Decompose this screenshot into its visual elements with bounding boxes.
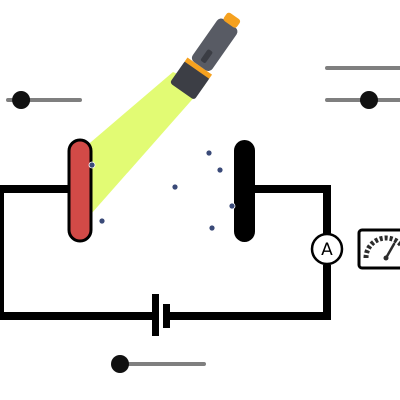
- slider-left-top[interactable]: [6, 91, 82, 109]
- electron: [208, 224, 216, 232]
- electron: [98, 217, 106, 225]
- electron: [88, 161, 96, 169]
- slider-knob[interactable]: [111, 355, 129, 373]
- electron: [171, 183, 179, 191]
- ammeter-icon[interactable]: A: [310, 232, 344, 266]
- electron: [216, 166, 224, 174]
- circuit-wire: [252, 185, 331, 235]
- circuit-wire: [168, 265, 331, 320]
- emitter-plate[interactable]: [67, 138, 93, 243]
- flashlight-icon[interactable]: [170, 8, 247, 101]
- collector-plate[interactable]: [234, 140, 255, 242]
- circuit-wire: [0, 185, 155, 320]
- slider-knob[interactable]: [12, 91, 31, 109]
- slider-bottom[interactable]: [111, 355, 206, 373]
- slider-right-upper[interactable]: [325, 91, 400, 109]
- battery-icon: [152, 294, 170, 336]
- ammeter-label: A: [321, 240, 333, 260]
- electron: [205, 149, 213, 157]
- electrons: [88, 149, 236, 232]
- electron: [228, 202, 236, 210]
- slider-knob[interactable]: [360, 91, 378, 109]
- light-beam: [84, 72, 205, 222]
- meter-icon[interactable]: [357, 228, 400, 270]
